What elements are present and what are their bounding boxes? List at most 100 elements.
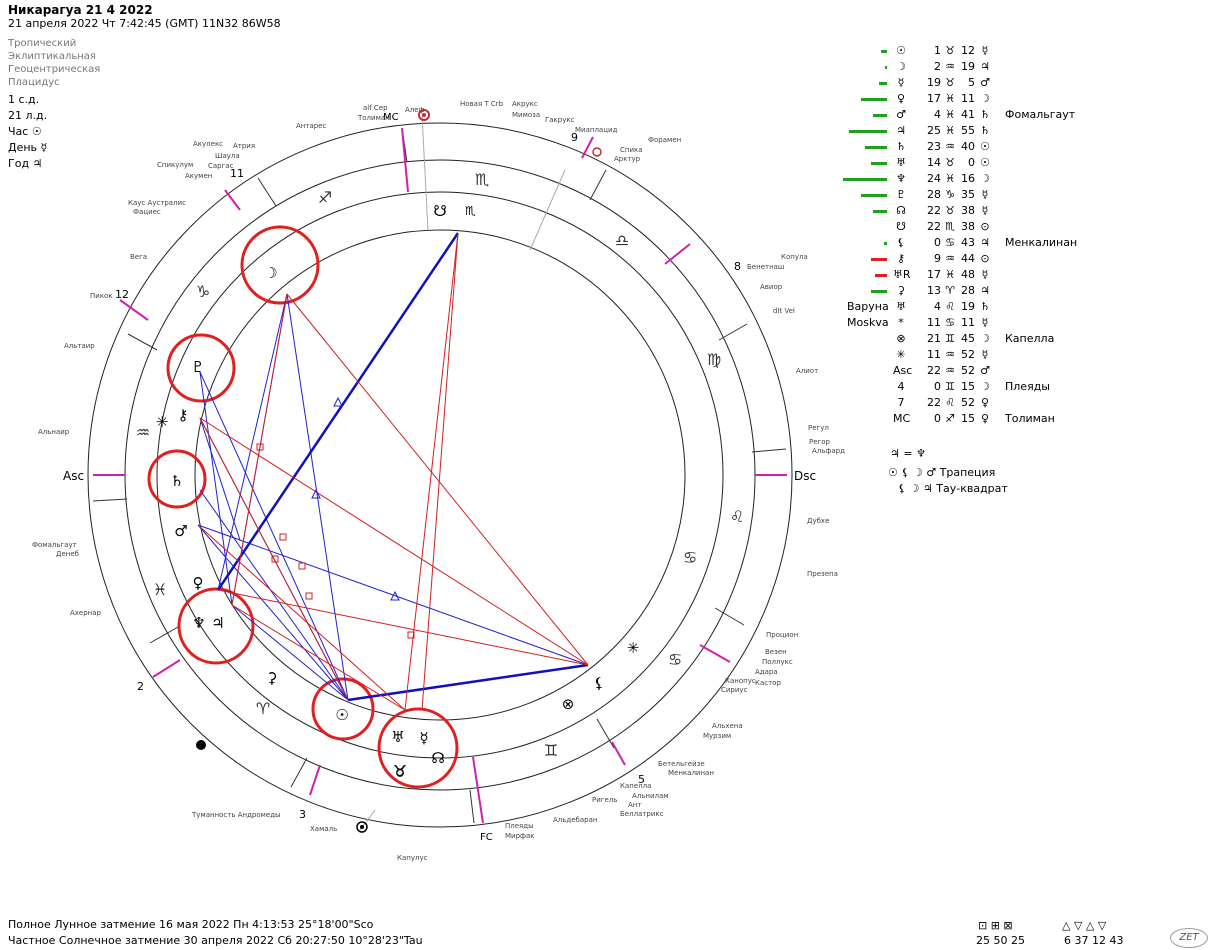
planet-row: ♃25♓55♄ — [835, 123, 1195, 139]
lunar-eclipse-line: Полное Лунное затмение 16 мая 2022 Пн 4:… — [8, 918, 374, 931]
svg-text:11: 11 — [230, 167, 244, 180]
planet-glyph: Asc — [893, 364, 913, 377]
planet-min: 55 — [961, 124, 975, 137]
planet-glyph: ♃ — [896, 124, 906, 137]
planet-sign: ♑ — [945, 188, 955, 201]
sign-dividers — [92, 127, 787, 824]
fixed-star: Бетельгейзе — [658, 760, 705, 768]
planet-star: Фомальгаут — [1005, 108, 1076, 121]
zodiac-ring-inner — [156, 191, 724, 759]
asc-label: Asc — [63, 469, 84, 483]
fixed-star: Альнилам — [632, 792, 669, 800]
planet-star: Капелла — [1005, 332, 1055, 345]
fixed-star: Ригель — [592, 796, 617, 804]
planet-min: 5 — [968, 76, 975, 89]
fixed-star: Саргас — [208, 162, 234, 170]
svg-text:♏: ♏ — [475, 170, 489, 189]
planet-glyph: ⚸ — [896, 236, 906, 249]
planet-ruler: ☉ — [980, 140, 990, 153]
planet-row: Варуна♅4♌19♄ — [835, 299, 1195, 315]
planet-glyph: ♄ — [896, 140, 906, 153]
fixed-star: Фациес — [133, 208, 161, 216]
black-dot-marker — [196, 740, 206, 750]
planet-sign: ♓ — [945, 124, 955, 137]
fixed-star: Миаплацид — [575, 126, 618, 134]
fixed-star: Регул — [808, 424, 829, 432]
zet-logo[interactable]: ZET — [1170, 928, 1208, 948]
fixed-star: Процион — [766, 631, 798, 639]
planet-deg: 9 — [934, 252, 941, 265]
fixed-star: Ант — [628, 801, 641, 809]
svg-text:2: 2 — [137, 680, 144, 693]
info-sd: 1 с.д. — [8, 93, 40, 106]
planet-row: ☽2♒19♃ — [835, 59, 1195, 75]
planet-strength-bar — [873, 114, 887, 117]
fixed-star: Адара — [755, 668, 778, 676]
planet-deg: 2 — [934, 60, 941, 73]
planet-sign: ♓ — [945, 92, 955, 105]
planet-strength-bar — [871, 162, 887, 165]
svg-text:12: 12 — [115, 288, 129, 301]
planet-row: ♄23♒40☉ — [835, 139, 1195, 155]
planet-deg: 0 — [934, 236, 941, 249]
triangle-aspect-icons[interactable]: △ ▽ △ ▽ — [1062, 919, 1107, 932]
planet-glyph: ♆ — [896, 172, 906, 185]
fixed-star: Алеф — [405, 106, 425, 114]
planet-deg: 0 — [934, 412, 941, 425]
planet-deg: 25 — [927, 124, 941, 137]
svg-text:☉: ☉ — [335, 706, 348, 724]
planet-glyph: ☉ — [896, 44, 906, 57]
svg-text:☋: ☋ — [433, 202, 446, 220]
chart-title: Никарагуа 21 4 2022 — [8, 3, 153, 17]
planet-ruler: ☿ — [981, 188, 989, 201]
planet-sign: ♉ — [945, 156, 955, 169]
fixed-star: Пикок — [90, 292, 113, 300]
fixed-star: Бенетнаш — [747, 263, 784, 271]
planet-min: 52 — [961, 364, 975, 377]
highlight-circles — [147, 225, 459, 789]
planet-glyph: ♀ — [896, 92, 906, 105]
planet-sign: ♉ — [945, 204, 955, 217]
fixed-star: Фомальгаут — [32, 541, 77, 549]
aspect-line-bold-1 — [216, 232, 460, 591]
aspect-note-tsquare: ⚸ ☽ ♃ Тау-квадрат — [898, 482, 1008, 495]
planet-strength-bar — [865, 146, 887, 149]
planet-min: 19 — [961, 60, 975, 73]
fixed-stars-group: аlf Сер Толиман Алеф Новая Т Crb Акрукс … — [32, 100, 845, 862]
svg-text:♒: ♒ — [136, 423, 150, 442]
fixed-star: Альхена — [712, 722, 743, 730]
planet-row: ☿19♉5♂ — [835, 75, 1195, 91]
planet-sign: ♌ — [945, 396, 955, 409]
planet-ruler: ⊙ — [980, 220, 990, 233]
svg-text:♄: ♄ — [170, 472, 183, 490]
fixed-star: Капулус — [397, 854, 428, 862]
planet-deg: 0 — [934, 380, 941, 393]
fixed-star: Сириус — [721, 686, 748, 694]
svg-text:⚳: ⚳ — [267, 669, 278, 687]
planet-min: 12 — [961, 44, 975, 57]
planet-ruler: ♄ — [980, 300, 990, 313]
svg-text:5: 5 — [638, 773, 645, 786]
planet-row: ✳11♒52☿ — [835, 347, 1195, 363]
fixed-star: Шаула — [215, 152, 240, 160]
svg-text:♈: ♈ — [256, 699, 270, 718]
outer-sun-marker — [418, 109, 430, 121]
planet-sign: ♊ — [945, 380, 955, 393]
planet-deg: 28 — [927, 188, 941, 201]
planet-row: ♇28♑35☿ — [835, 187, 1195, 203]
planet-min: 48 — [961, 268, 975, 281]
planet-deg: 14 — [927, 156, 941, 169]
planet-min: 28 — [961, 284, 975, 297]
fixed-star: Каус Аустралис — [128, 199, 186, 207]
svg-text:☽: ☽ — [264, 264, 277, 282]
planet-min: 45 — [961, 332, 975, 345]
planet-deg: 1 — [934, 44, 941, 57]
square-aspect-icons[interactable]: ⊡ ⊞ ⊠ — [978, 919, 1013, 932]
planet-glyph: 4 — [897, 380, 905, 393]
info-ld: 21 л.д. — [8, 109, 48, 122]
planet-strength-bar — [871, 258, 887, 261]
planet-strength-bar — [861, 98, 887, 101]
